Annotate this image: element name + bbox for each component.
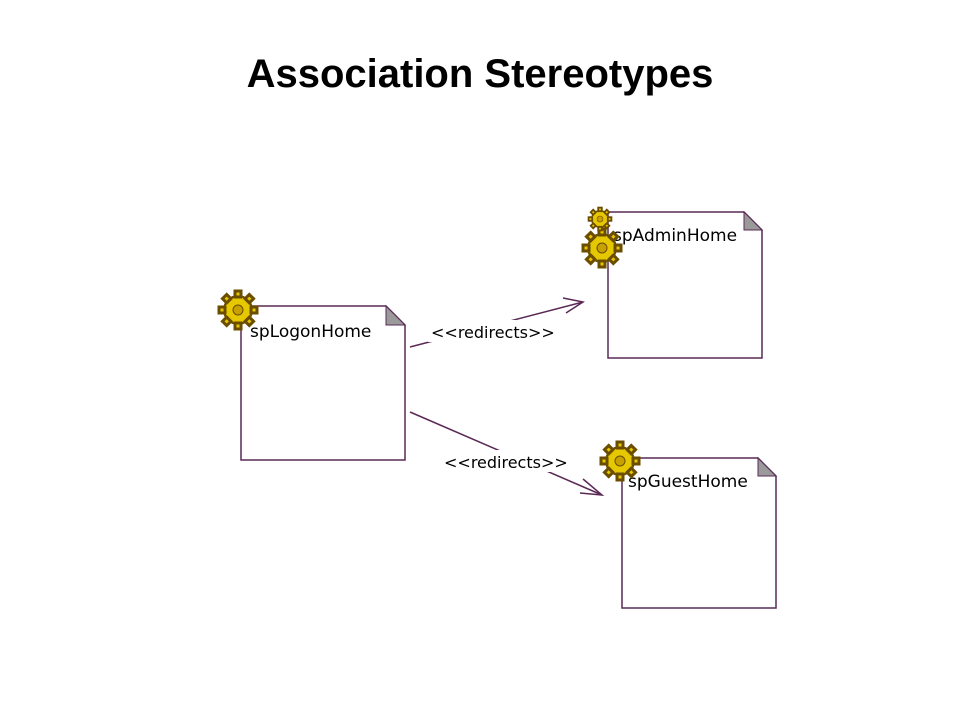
node-label-spguesthome: spGuestHome xyxy=(628,472,748,492)
edge-label-guest: <<redirects>> xyxy=(444,453,568,472)
gear-icon xyxy=(587,206,613,232)
node-splogonhome[interactable]: spLogonHome xyxy=(240,304,407,461)
node-label-splogonhome: spLogonHome xyxy=(250,322,371,342)
node-spguesthome[interactable]: spGuestHome xyxy=(621,456,778,609)
page-title: Association Stereotypes xyxy=(246,52,714,96)
gear-icon xyxy=(217,289,259,331)
edge-label-admin: <<redirects>> xyxy=(431,323,555,342)
gear-icon xyxy=(599,440,641,482)
node-spadminhome[interactable]: spAdminHome xyxy=(607,210,764,359)
gear-icon xyxy=(581,227,623,269)
node-label-spadminhome: spAdminHome xyxy=(613,226,737,246)
